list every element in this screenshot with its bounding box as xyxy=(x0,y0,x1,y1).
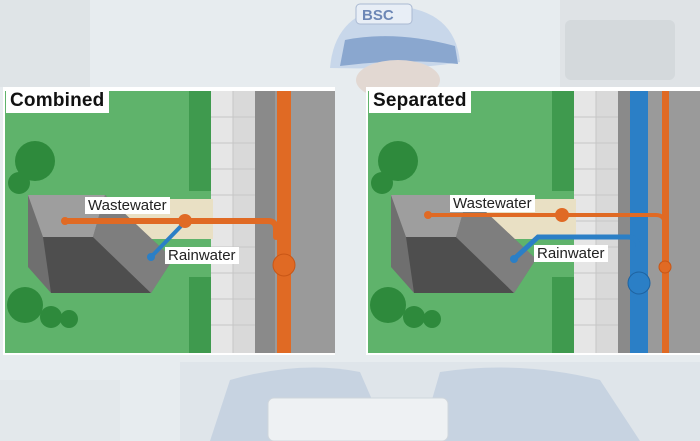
tree xyxy=(370,141,441,328)
wastewater-pipe xyxy=(428,213,667,237)
diagram-title: Combined xyxy=(6,89,109,113)
rainwater-label: Rainwater xyxy=(534,245,608,262)
stormwater-main xyxy=(630,91,648,353)
combined-sewer-main xyxy=(277,91,291,353)
cap-badge xyxy=(355,3,413,25)
pipe-junction xyxy=(178,214,192,228)
rainwater-pipe xyxy=(149,221,186,259)
combined-illustration xyxy=(3,87,335,355)
diagram-title: Separated xyxy=(369,89,471,113)
wastewater-junction xyxy=(555,208,569,222)
hedge xyxy=(552,91,574,191)
wastewater-pipe xyxy=(62,218,279,240)
sewer-connection xyxy=(272,253,296,277)
rainwater-outlet xyxy=(510,255,518,263)
cap-badge-text: BSC xyxy=(362,7,394,24)
rainwater-pipe xyxy=(512,234,641,261)
separated-illustration xyxy=(366,87,700,355)
wastewater-outlet xyxy=(61,217,69,225)
tree xyxy=(7,141,78,328)
rainwater-label: Rainwater xyxy=(165,247,239,264)
stormwater-connection xyxy=(627,271,651,295)
house xyxy=(391,195,536,293)
hedge xyxy=(552,277,574,353)
rainwater-outlet xyxy=(147,253,155,261)
wastewater-label: Wastewater xyxy=(85,197,170,214)
hedge xyxy=(189,277,211,353)
sidewalk xyxy=(574,91,618,353)
separated-diagram: Separated Wastewater Rainwater xyxy=(366,87,700,355)
wastewater-connection xyxy=(658,260,672,274)
combined-diagram: Combined Wastewater Rainwater xyxy=(3,87,335,355)
hedge xyxy=(189,91,211,191)
wastewater-outlet xyxy=(424,211,432,219)
wastewater-label: Wastewater xyxy=(450,195,535,212)
